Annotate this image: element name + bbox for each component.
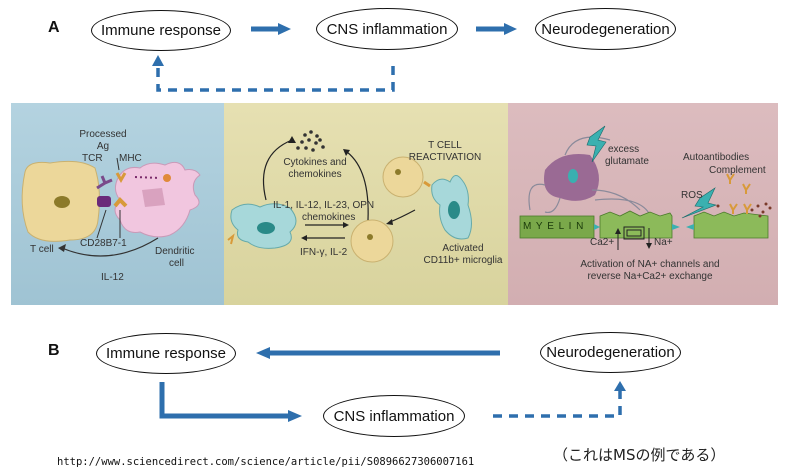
label-activation-2: reverse Na+Ca2+ exchange — [587, 271, 713, 282]
arrow-a-immune-to-cns — [251, 23, 291, 35]
source-url: http://www.sciencedirect.com/science/art… — [57, 456, 475, 468]
dendritic-cell-shape — [114, 161, 201, 238]
label-activation-1: Activation of NA+ channels and — [580, 259, 720, 270]
label-tcr: TCR — [82, 153, 103, 164]
callout-lines — [96, 157, 121, 239]
label-cd28b7: CD28B7-1 — [80, 238, 127, 249]
node-b-immune-response: Immune response — [96, 333, 236, 374]
label-myelin: M Y E L I N — [523, 221, 585, 232]
label-activated: Activated — [442, 243, 484, 254]
neuron-shape — [528, 136, 651, 216]
node-a-neurodegeneration: Neurodegeneration — [535, 8, 676, 50]
label-cd11b-microglia: CD11b+ microglia — [423, 255, 503, 266]
glutamate-bolt-icon — [586, 125, 607, 163]
label-il-chemokines: chemokines — [302, 212, 356, 223]
label-t-cell: T cell — [30, 244, 54, 255]
label-mhc: MHC — [119, 153, 142, 164]
label-na: Na+ — [654, 237, 673, 248]
label-chemokines: chemokines — [288, 169, 342, 180]
label-processed: Processed — [79, 129, 127, 140]
node-a-cns-inflammation: CNS inflammation — [316, 8, 458, 50]
arrow-a-cns-to-neuro — [476, 23, 517, 35]
cd28-molecule — [97, 196, 111, 207]
panel-b-label: B — [48, 342, 60, 359]
band-neurodegeneration — [508, 103, 778, 305]
label-ifn-il2: IFN-γ, IL-2 — [300, 247, 348, 258]
label-cytokines: Cytokines and — [283, 157, 347, 168]
label-autoantibodies: Autoantibodies — [683, 152, 750, 163]
t-cell-shape — [21, 160, 100, 242]
activated-microglia-shape — [423, 175, 472, 240]
t-cell-reactivation-shape — [382, 156, 424, 198]
label-dendritic-cell: cell — [169, 258, 185, 269]
cytokine-dots — [296, 130, 325, 152]
node-a-immune-response: Immune response — [91, 10, 231, 51]
label-excess: excess — [608, 144, 640, 155]
label-ros: ROS — [681, 190, 703, 201]
label-dendritic: Dendritic — [155, 246, 195, 257]
mhc-molecule-icon — [113, 172, 128, 208]
label-ca2: Ca2+ — [590, 237, 615, 248]
panel-a-label: A — [48, 19, 60, 36]
label-glutamate: glutamate — [605, 156, 649, 167]
complement-dots — [716, 202, 772, 218]
node-b-cns-inflammation: CNS inflammation — [323, 395, 465, 437]
label-t-cell-reactivation-2: REACTIVATION — [408, 152, 482, 163]
arrow-a-feedback-dashed — [152, 55, 395, 92]
il12-arrow — [61, 237, 159, 257]
arrow-b-neuro-to-immune — [256, 347, 500, 359]
cycle-arrows — [262, 139, 416, 239]
label-il-list: IL-1, IL-12, IL-23, OPN — [273, 200, 375, 211]
ros-bolt-icon — [681, 187, 717, 219]
microglia-left-shape — [227, 203, 297, 249]
cycle-arrowheads — [288, 136, 393, 241]
label-ag: Ag — [96, 141, 110, 152]
label-il12: IL-12 — [101, 272, 124, 283]
ms-example-note: （これはMSの例である） — [553, 446, 726, 464]
tcr-receptor-icon — [96, 175, 113, 190]
antibody-icons — [726, 173, 752, 214]
label-complement: Complement — [709, 165, 766, 176]
arrow-b-cns-to-neuro-dashed — [493, 381, 626, 418]
node-b-neurodegeneration: Neurodegeneration — [540, 332, 681, 373]
ion-channel-icon — [615, 226, 652, 250]
arrow-b-immune-to-cns — [159, 382, 302, 422]
t-cell-center-shape — [350, 219, 394, 263]
label-t-cell-reactivation-1: T CELL — [428, 140, 462, 151]
